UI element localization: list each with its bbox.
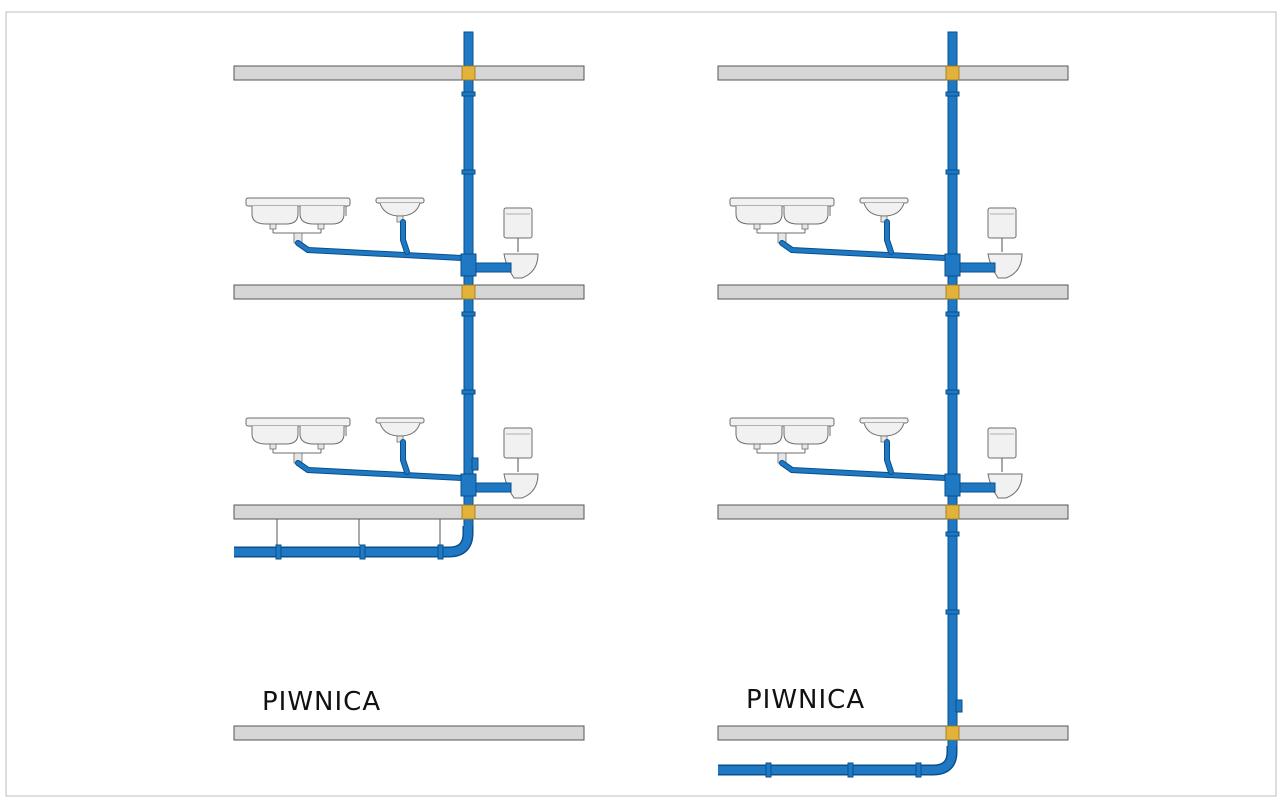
left-floor2-washbasin xyxy=(375,197,425,223)
left-collector-coupling xyxy=(359,544,366,560)
right-riser-socket xyxy=(945,91,960,97)
left-slab-floor-2 xyxy=(233,284,585,300)
right-riser-socket xyxy=(945,609,960,615)
right-panel: PIWNICA xyxy=(717,31,1069,778)
right-floor1-branch xyxy=(779,439,949,481)
right-floor2-washbasin xyxy=(859,197,909,223)
left-floor1-washbasin xyxy=(375,417,425,443)
left-riser-socket xyxy=(461,311,476,317)
left-slab-top xyxy=(233,65,585,81)
left-collector-coupling xyxy=(437,544,444,560)
left-floor2-branch xyxy=(295,219,465,261)
left-cleanout xyxy=(471,457,479,471)
left-floor1-double-sink xyxy=(245,417,351,464)
right-collector-pipe xyxy=(718,746,956,774)
left-floor1-tee xyxy=(460,473,477,497)
left-collector-pipe xyxy=(234,526,472,556)
left-panel: PIWNICA xyxy=(233,31,585,741)
right-floor1-wc-connector xyxy=(956,482,996,493)
left-riser-socket xyxy=(461,389,476,395)
right-floor2-double-sink xyxy=(729,197,835,244)
left-slab-floor-1 xyxy=(233,504,585,520)
right-sleeve xyxy=(945,65,960,81)
left-floor2-double-sink xyxy=(245,197,351,244)
right-collector-coupling xyxy=(915,762,922,778)
right-slab-floor-1 xyxy=(717,504,1069,520)
right-floor1-tee xyxy=(944,473,961,497)
left-floor1-branch xyxy=(295,439,465,481)
right-floor1-double-sink xyxy=(729,417,835,464)
left-collector-coupling xyxy=(275,544,282,560)
right-sleeve xyxy=(945,504,960,520)
left-sleeve xyxy=(461,284,476,300)
right-collector-coupling xyxy=(847,762,854,778)
right-sleeve xyxy=(945,725,960,741)
right-slab-basement xyxy=(717,725,1069,741)
right-floor1-washbasin xyxy=(859,417,909,443)
left-basement-label: PIWNICA xyxy=(262,687,381,717)
left-floor1-wc-connector xyxy=(472,482,512,493)
left-slab-basement xyxy=(233,725,585,741)
right-riser-socket xyxy=(945,169,960,175)
left-riser-socket xyxy=(461,91,476,97)
left-riser-pipe xyxy=(463,31,474,529)
right-collector-coupling xyxy=(765,762,772,778)
right-floor2-branch xyxy=(779,219,949,261)
left-sleeve xyxy=(461,65,476,81)
right-riser-socket xyxy=(945,311,960,317)
right-basement-label: PIWNICA xyxy=(746,685,865,715)
right-slab-floor-2 xyxy=(717,284,1069,300)
right-floor2-tee xyxy=(944,253,961,277)
left-riser-socket xyxy=(461,169,476,175)
right-floor2-wc-connector xyxy=(956,262,996,273)
right-cleanout xyxy=(955,699,963,713)
right-riser-socket xyxy=(945,531,960,537)
right-slab-top xyxy=(717,65,1069,81)
frame-border xyxy=(5,11,1277,797)
left-floor2-tee xyxy=(460,253,477,277)
left-sleeve xyxy=(461,504,476,520)
left-pipe-hangers xyxy=(276,519,441,545)
right-sleeve xyxy=(945,284,960,300)
right-riser-socket xyxy=(945,389,960,395)
left-floor2-wc-connector xyxy=(472,262,512,273)
